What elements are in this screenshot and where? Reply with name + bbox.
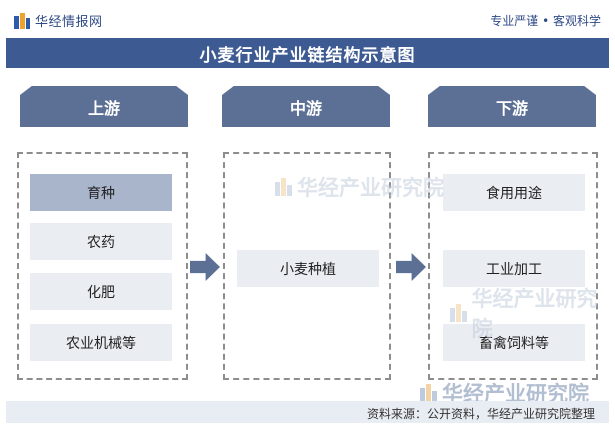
top-bar: 华经情报网 专业严谨 • 客观科学 [0, 0, 615, 38]
column-header-downstream: 下游 [428, 86, 596, 127]
item-food-use: 食用用途 [443, 174, 585, 211]
item-pesticide: 农药 [30, 223, 172, 260]
item-breeding: 育种 [30, 174, 172, 211]
item-agri-machinery: 农业机械等 [30, 324, 172, 361]
brand-logo: 华经情报网 [14, 11, 103, 30]
watermark-logo-icon [420, 384, 438, 402]
arrow-right-icon [190, 253, 220, 281]
arrow-right-icon [396, 253, 426, 281]
logo-text: 华经情报网 [35, 15, 103, 30]
diagram-title: 小麦行业产业链结构示意图 [199, 45, 416, 66]
item-livestock-feed: 畜禽饲料等 [443, 324, 585, 361]
column-header-upstream: 上游 [20, 86, 188, 127]
item-wheat-planting: 小麦种植 [237, 250, 379, 287]
item-fertilizer: 化肥 [30, 273, 172, 310]
column-header-midstream: 中游 [222, 86, 390, 127]
source-bar: 资料来源：公开资料，华经产业研究院整理 [6, 401, 609, 423]
source-note: 资料来源：公开资料，华经产业研究院整理 [366, 407, 595, 421]
title-bar: 小麦行业产业链结构示意图 [6, 38, 609, 68]
item-industrial-processing: 工业加工 [443, 250, 585, 287]
logo-bars-icon [14, 12, 30, 29]
slogan: 专业严谨 • 客观科学 [490, 14, 601, 28]
